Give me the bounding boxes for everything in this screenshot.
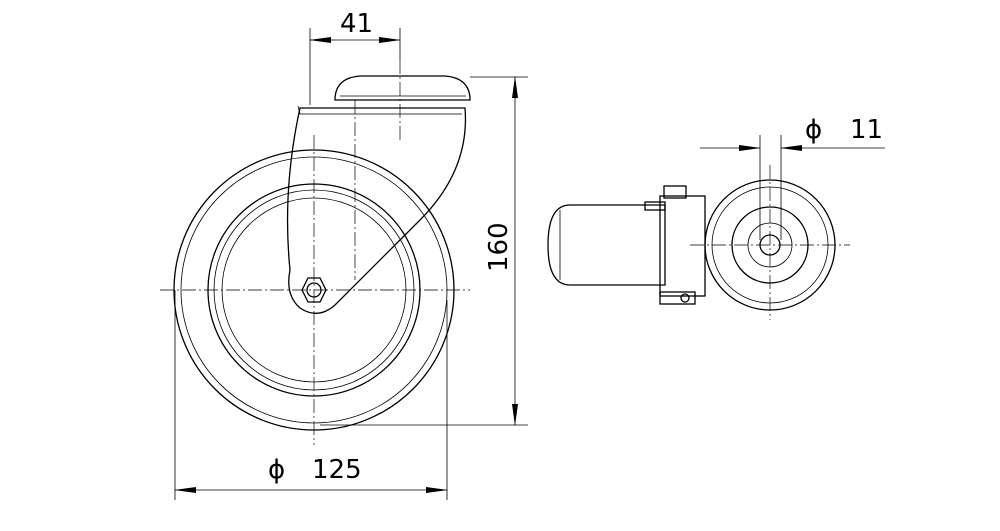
dimension-offset: 41 [309,9,401,105]
dimension-bolt-hole: ϕ 11 [700,115,885,240]
front-view [160,60,471,445]
center-lines-front [160,60,470,445]
center-lines-side [690,165,850,320]
height-label: 160 [484,222,514,272]
bolt-hole-label: 11 [850,115,883,145]
swivel-housing [286,75,471,314]
offset-label: 41 [340,9,373,39]
side-view [547,165,850,320]
bolt-diameter-symbol: ϕ [805,115,822,145]
dimension-height: 160 [320,76,528,426]
wheel-side-profile [547,204,666,286]
diameter-symbol: ϕ [268,455,285,485]
dimension-wheel-diameter: ϕ 125 [174,290,448,500]
wheel-diameter-label: 125 [312,455,362,485]
